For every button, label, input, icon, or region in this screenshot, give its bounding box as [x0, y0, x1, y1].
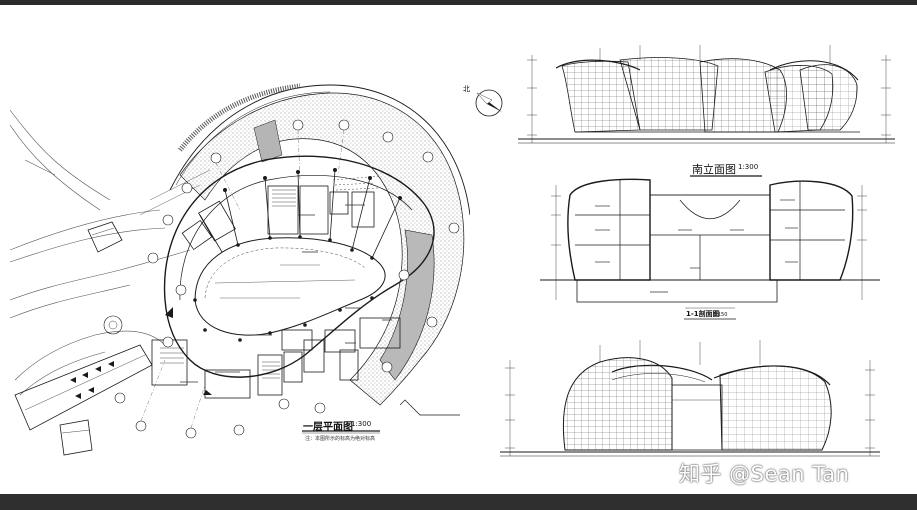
plan-note: 注：本图所示的标高为绝对标高 — [305, 436, 376, 442]
section-scale: 1:150 — [713, 312, 728, 318]
stairs — [160, 175, 381, 379]
watermark: 知乎 @Sean Tan — [679, 462, 850, 486]
axis-bubbles — [114, 119, 460, 439]
terrace-hatch — [179, 92, 465, 406]
pavilion-a — [87, 221, 123, 253]
south-elevation-scale: 1:300 — [738, 163, 759, 171]
columns — [193, 168, 402, 342]
plan-title: 一层平面图 — [303, 422, 353, 433]
top-frame-bar — [0, 0, 917, 5]
axis-leader-lines — [140, 129, 345, 429]
title-underlines — [302, 175, 762, 434]
entrance-ramp — [14, 344, 153, 431]
section-title: 1-1剖面图 — [686, 310, 720, 318]
room-annotations — [180, 204, 392, 383]
bottom-frame-bar — [0, 494, 917, 510]
site-roads — [9, 109, 191, 396]
east-elevation — [500, 340, 880, 457]
pavilion-b — [59, 419, 93, 456]
plan-scale: 1:300 — [351, 420, 372, 428]
radial-walls — [199, 169, 401, 259]
atrium-outline — [194, 237, 386, 336]
south-elevation — [518, 45, 895, 144]
north-arrow — [475, 89, 503, 117]
south-elevation-title: 南立面图 — [692, 163, 736, 176]
section-1-1 — [540, 178, 880, 309]
north-label: 北 — [463, 85, 470, 93]
dimension-lines — [139, 169, 356, 299]
floor-plan — [9, 83, 470, 456]
rooms — [151, 185, 401, 399]
landscape-circle — [103, 315, 123, 335]
